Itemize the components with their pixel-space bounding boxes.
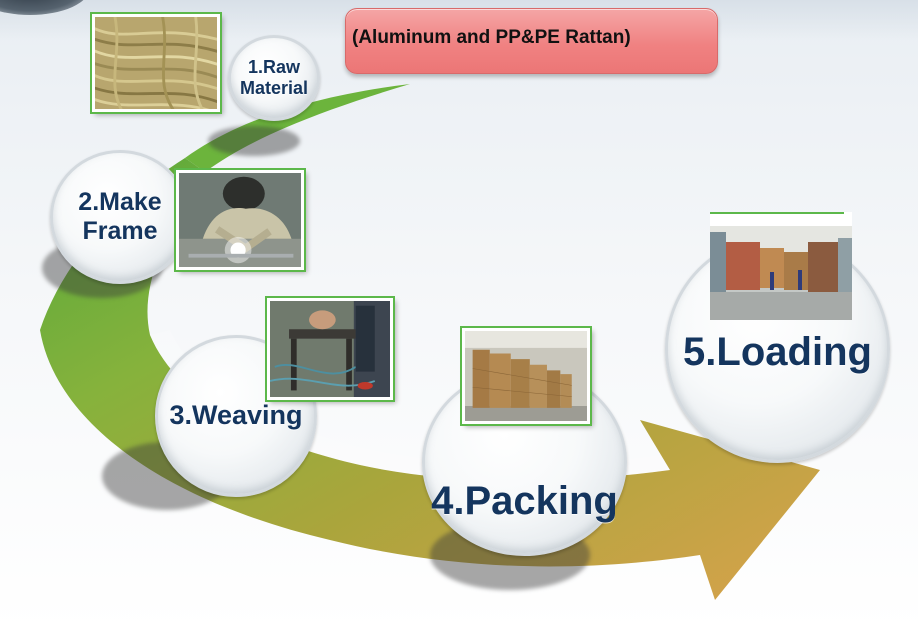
step-3-label: 3.Weaving bbox=[169, 400, 303, 431]
step-1-circle: 1.Raw Material bbox=[228, 35, 320, 121]
step-3-circle: 3.Weaving bbox=[155, 335, 317, 497]
step-2-label-line2: Frame bbox=[82, 217, 158, 245]
weaving-photo bbox=[265, 296, 395, 402]
title-banner: (Aluminum and PP&PE Rattan) bbox=[345, 8, 718, 74]
rattan-wicker-photo bbox=[90, 12, 222, 114]
step-2-circle: 2.Make Frame bbox=[50, 150, 190, 284]
container-loading-photo bbox=[710, 212, 852, 320]
step-4-label: 4.Packing bbox=[431, 479, 618, 524]
welding-photo bbox=[174, 168, 306, 272]
step-5-label: 5.Loading bbox=[683, 330, 872, 375]
step-1-shadow bbox=[208, 126, 300, 156]
title-text: (Aluminum and PP&PE Rattan) bbox=[352, 27, 631, 48]
step-1-label-line1: 1.Raw bbox=[247, 56, 301, 77]
step-1-label-line2: Material bbox=[239, 78, 309, 98]
step-2-label-line1: 2.Make bbox=[78, 187, 162, 216]
packing-warehouse-photo bbox=[460, 326, 592, 426]
